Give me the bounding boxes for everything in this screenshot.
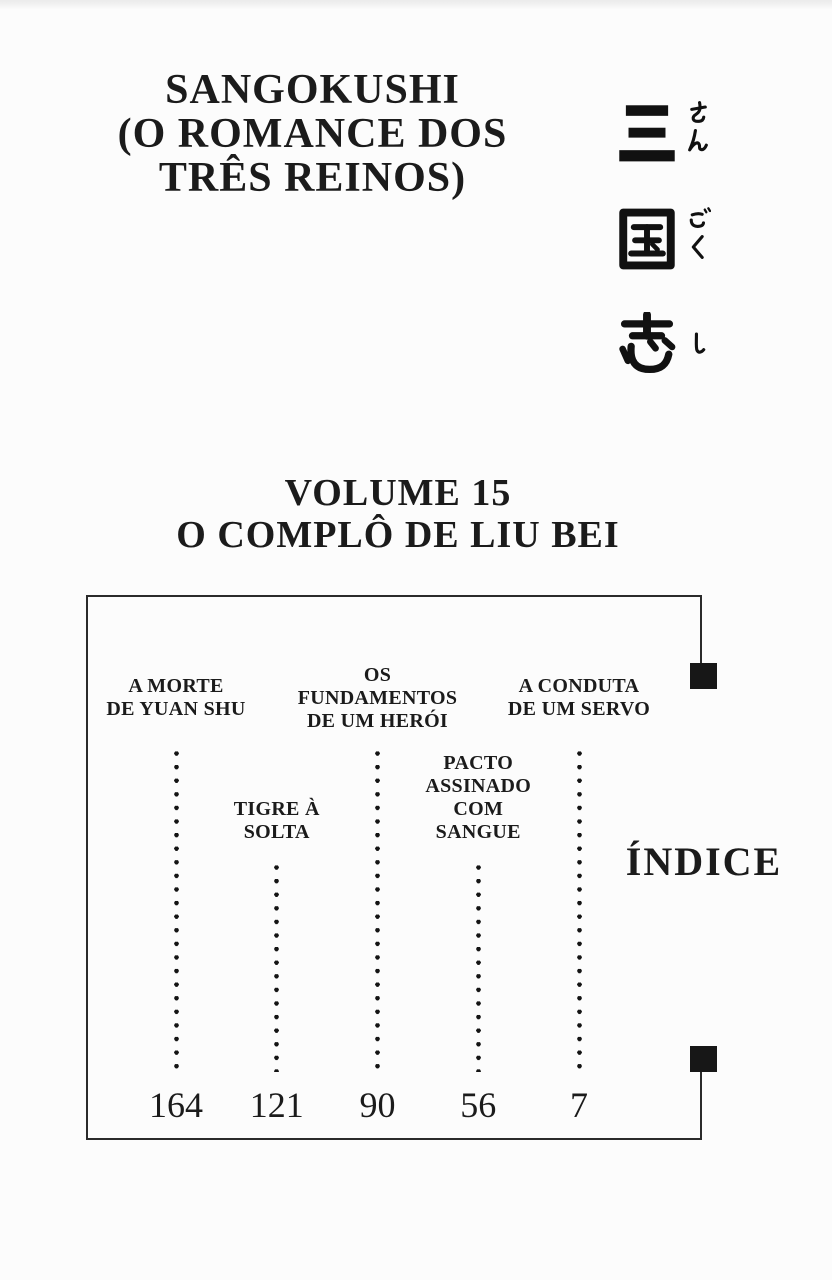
frame-right-border-bottom bbox=[700, 1070, 702, 1140]
kanji-row-goku bbox=[614, 206, 715, 272]
toc-entry: A CONDUTA DE UM SERVO 7 bbox=[508, 652, 650, 1132]
dotted-leader bbox=[575, 749, 583, 1072]
japanese-title bbox=[614, 100, 715, 378]
furigana-n-icon bbox=[688, 129, 708, 152]
page-number: 121 bbox=[249, 1085, 304, 1125]
kanji-san-icon bbox=[619, 105, 675, 162]
chapter-title: PACTO ASSINADO COM SANGUE bbox=[425, 752, 532, 843]
chapter-title: A CONDUTA DE UM SERVO bbox=[507, 675, 651, 720]
furigana-go-icon bbox=[689, 207, 711, 228]
dotted-leader bbox=[273, 863, 281, 1072]
toc-entry: OS FUNDAMENTOS DE UM HERÓI 90 bbox=[298, 652, 457, 1132]
index-frame: A MORTE DE YUAN SHU 164 TIGRE À SOLTA 12… bbox=[86, 595, 702, 1140]
series-title: SANGOKUSHI (O ROMANCE DOS TRÊS REINOS) bbox=[117, 67, 508, 201]
volume-number: VOLUME 15 bbox=[284, 472, 512, 514]
page-number: 7 bbox=[570, 1085, 588, 1125]
kanji-row-shi bbox=[614, 312, 715, 378]
chapter-title: OS FUNDAMENTOS DE UM HERÓI bbox=[297, 663, 458, 732]
corner-square-top bbox=[690, 663, 717, 689]
corner-square-bottom bbox=[690, 1046, 717, 1072]
furigana-sa-icon bbox=[690, 101, 707, 123]
page-number: 164 bbox=[149, 1085, 203, 1125]
dotted-leader bbox=[474, 863, 482, 1072]
kanji-koku-icon bbox=[619, 208, 675, 270]
furigana-shi bbox=[685, 312, 715, 378]
index-label: ÍNDICE bbox=[625, 839, 783, 884]
volume-subtitle: O COMPLÔ DE LIU BEI bbox=[176, 514, 620, 556]
chapter-title: TIGRE À SOLTA bbox=[233, 798, 320, 843]
toc-entry: PACTO ASSINADO COM SANGUE 56 bbox=[425, 652, 532, 1132]
furigana-goku bbox=[685, 206, 715, 272]
volume-title: VOLUME 15 O COMPLÔ DE LIU BEI bbox=[98, 472, 698, 556]
dotted-leader bbox=[172, 749, 180, 1072]
toc-entry: TIGRE À SOLTA 121 bbox=[227, 652, 327, 1132]
frame-right-border-top bbox=[700, 595, 702, 665]
furigana-ku-icon bbox=[691, 235, 704, 259]
toc-entry: A MORTE DE YUAN SHU 164 bbox=[106, 652, 245, 1132]
furigana-san bbox=[685, 100, 715, 166]
chapter-title: A MORTE DE YUAN SHU bbox=[106, 675, 246, 720]
toc-columns: A MORTE DE YUAN SHU 164 TIGRE À SOLTA 12… bbox=[106, 652, 650, 1132]
page-number: 56 bbox=[460, 1085, 497, 1125]
kanji-shi-icon bbox=[619, 312, 676, 374]
page-number: 90 bbox=[359, 1085, 396, 1125]
furigana-shi-icon bbox=[694, 332, 706, 354]
kanji-row-san bbox=[614, 100, 715, 166]
dotted-leader bbox=[374, 749, 381, 1072]
